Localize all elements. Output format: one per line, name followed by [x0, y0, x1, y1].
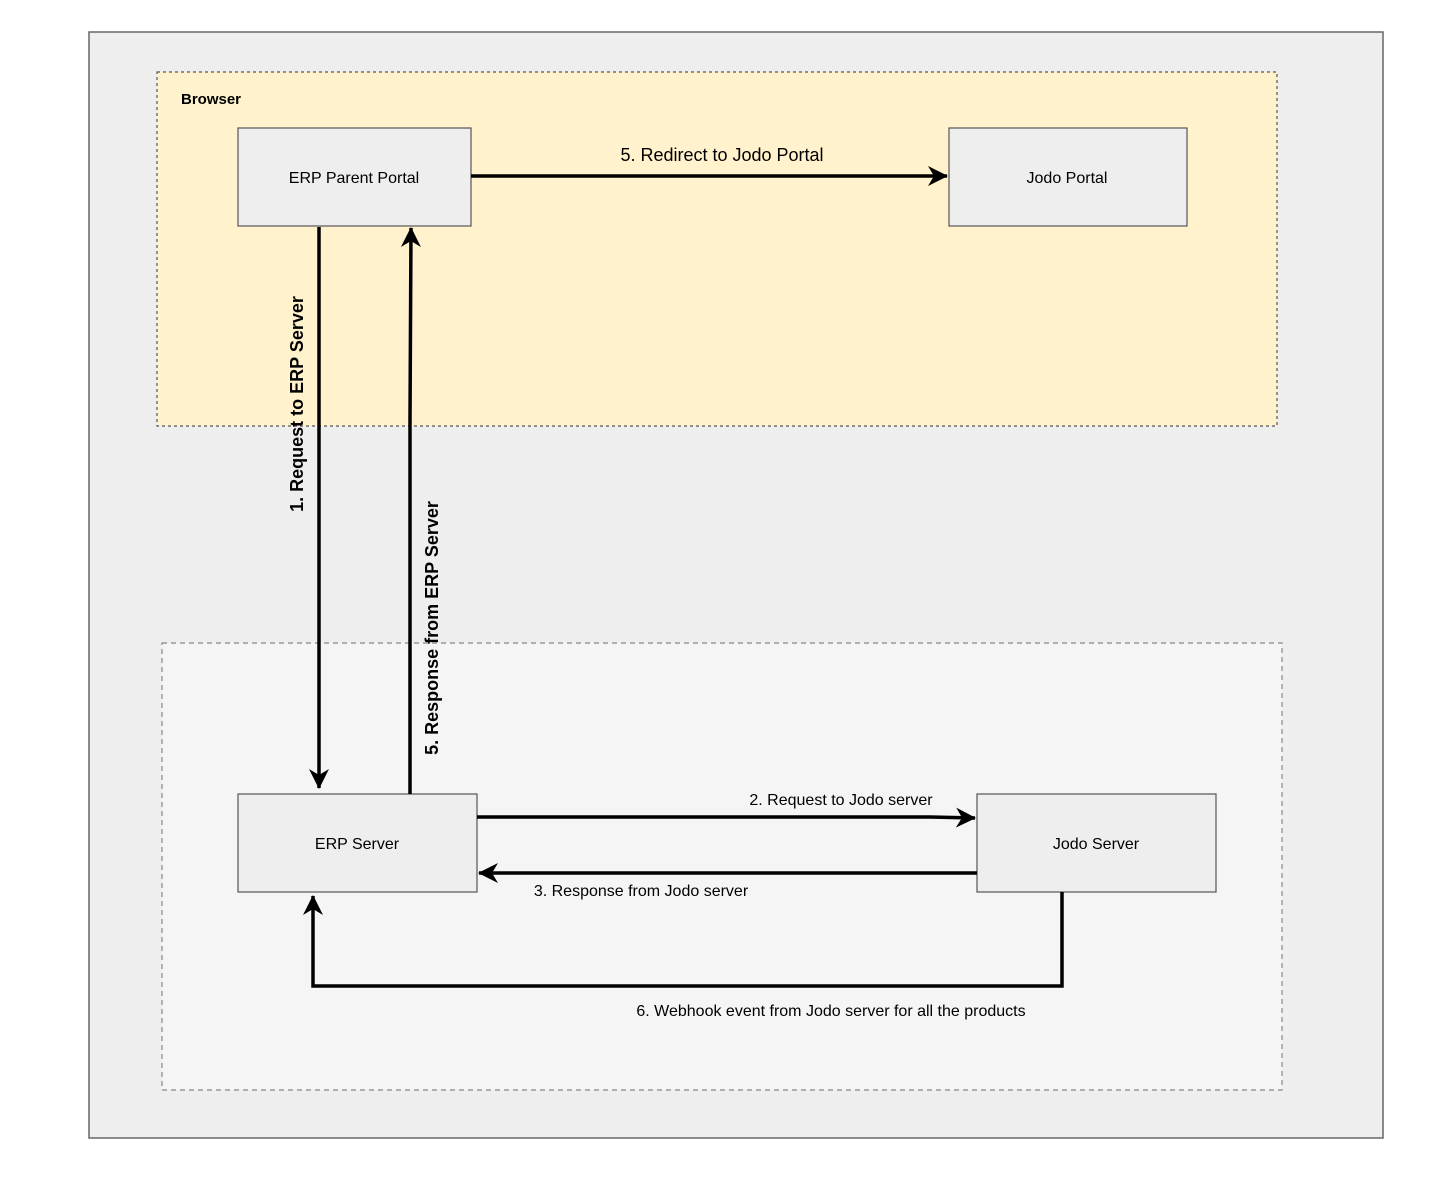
browser-group: Browser [156, 71, 1278, 427]
erp-server-box[interactable] [237, 793, 478, 893]
jodo-portal-box[interactable] [948, 127, 1188, 227]
erp-parent-portal-label: ERP Parent Portal [289, 170, 419, 187]
browser-group-box [156, 71, 1278, 427]
erp-parent-portal-box[interactable] [237, 127, 472, 227]
edge-redirect-label: 5. Redirect to Jodo Portal [620, 145, 823, 165]
edge-request-to-erp-server: 1. Request to ERP Server [287, 227, 329, 789]
erp-server-label: ERP Server [315, 836, 400, 853]
jodo-portal-label: Jodo Portal [1027, 170, 1108, 187]
edge-request-jodo-label: 2. Request to Jodo server [749, 792, 933, 809]
edge-webhook-event: 6. Webhook event from Jodo server for al… [303, 892, 1064, 1020]
jodo-server-label: Jodo Server [1053, 836, 1140, 853]
edge-webhook-label: 6. Webhook event from Jodo server for al… [636, 1003, 1025, 1020]
browser-group-label: Browser [181, 91, 241, 108]
edge-request-jodo-line [477, 807, 976, 828]
node-jodo-portal[interactable]: Jodo Portal [948, 127, 1188, 227]
edge-response-jodo-label: 3. Response from Jodo server [534, 883, 749, 900]
edge-request-to-jodo-server: 2. Request to Jodo server [477, 792, 976, 828]
node-jodo-server[interactable]: Jodo Server [976, 793, 1217, 893]
edge-response-erp-label: 5. Response from ERP Server [422, 501, 442, 755]
edge-response-from-erp-server: 5. Response from ERP Server [400, 227, 442, 794]
node-erp-parent-portal[interactable]: ERP Parent Portal [237, 127, 472, 227]
edge-webhook-line [303, 892, 1064, 988]
edge-redirect-to-jodo-portal: 5. Redirect to Jodo Portal [471, 145, 948, 186]
jodo-server-box[interactable] [976, 793, 1217, 893]
edge-request-erp-label: 1. Request to ERP Server [287, 296, 307, 512]
edge-response-erp-line [400, 227, 421, 794]
edge-response-from-jodo-server: 3. Response from Jodo server [478, 863, 977, 900]
node-erp-server[interactable]: ERP Server [237, 793, 478, 893]
